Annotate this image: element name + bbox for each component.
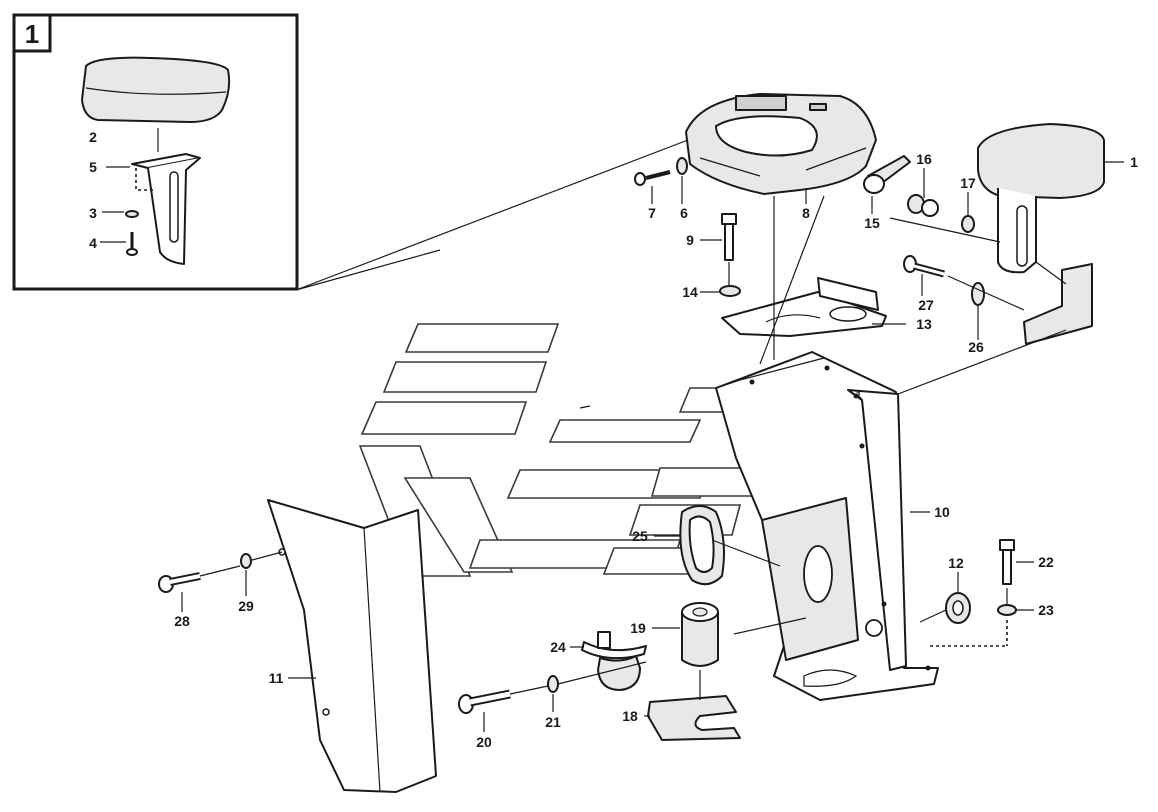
cover-washer	[676, 157, 688, 175]
leader-lines	[181, 139, 1124, 732]
label-18: 18	[622, 708, 638, 724]
washer-17	[961, 215, 975, 233]
cover-screw	[634, 170, 671, 186]
armrest-assembly	[977, 123, 1105, 274]
label-14: 14	[682, 284, 698, 300]
label-24: 24	[550, 639, 566, 655]
inset-screw	[126, 232, 138, 256]
label-15: 15	[864, 215, 880, 231]
label-29: 29	[238, 598, 254, 614]
sleeve-19	[681, 602, 719, 667]
plate-18	[647, 695, 741, 741]
label-8: 8	[802, 205, 810, 221]
clamp-24	[581, 631, 647, 691]
washer-29	[240, 553, 252, 569]
label-4: 4	[89, 235, 97, 251]
label-23: 23	[1038, 602, 1054, 618]
callout-labels: 1 7 6 8 9 14 13 15 16 17 27 26 10 12 22 …	[174, 151, 1138, 750]
washer-21	[547, 675, 559, 693]
washer-14	[719, 285, 741, 297]
washer-23	[997, 604, 1017, 616]
console-marker: 1	[856, 390, 862, 401]
label-20: 20	[476, 734, 492, 750]
inset-bracket	[131, 128, 201, 265]
label-19: 19	[630, 620, 646, 636]
label-28: 28	[174, 613, 190, 629]
side-cover-panel	[267, 499, 437, 793]
washer-12	[945, 592, 971, 624]
label-6: 6	[680, 205, 688, 221]
label-27: 27	[918, 297, 934, 313]
lever-handle	[863, 155, 911, 194]
bolt-27	[903, 255, 945, 278]
label-25: 25	[632, 528, 648, 544]
label-13: 13	[916, 316, 932, 332]
label-12: 12	[948, 555, 964, 571]
label-7: 7	[648, 205, 656, 221]
label-11: 11	[269, 670, 284, 686]
bolt-9	[721, 213, 737, 261]
bushing-16	[907, 194, 939, 217]
bolt-20	[458, 689, 511, 714]
inset-armrest-cushion	[81, 56, 231, 123]
bolt-28	[158, 572, 201, 593]
label-21: 21	[545, 714, 561, 730]
label-10: 10	[934, 504, 950, 520]
label-26: 26	[968, 339, 984, 355]
bolt-22	[999, 539, 1015, 585]
label-22: 22	[1038, 554, 1054, 570]
label-1: 1	[1130, 154, 1138, 170]
label-2: 2	[89, 129, 97, 145]
inset-washer	[125, 210, 139, 218]
console-housing	[715, 351, 939, 701]
label-16: 16	[916, 151, 932, 167]
label-17: 17	[960, 175, 976, 191]
label-3: 3	[89, 205, 97, 221]
side-bracket	[1023, 263, 1093, 345]
grommet-25	[679, 505, 725, 586]
mounting-plate	[721, 277, 887, 337]
washer-26	[971, 282, 985, 306]
top-cover	[685, 93, 877, 195]
inset-panel: 1 2 5 3 4	[12, 13, 299, 291]
label-9: 9	[686, 232, 694, 248]
inset-tag: 1	[25, 19, 39, 49]
label-5: 5	[89, 159, 97, 175]
